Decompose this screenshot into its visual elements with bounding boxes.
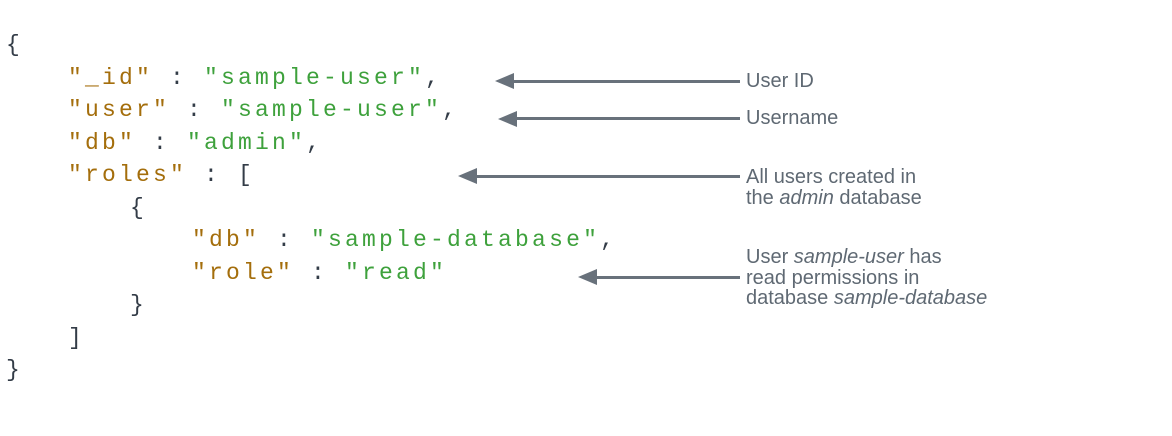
annotation-text: Username <box>746 107 839 129</box>
json-code-block: {"_id" : "sample-user","user" : "sample-… <box>6 29 617 387</box>
annotation-term-italic: admin <box>779 186 834 209</box>
json-punctuation: } <box>130 292 148 318</box>
json-string: "sample-user" <box>221 97 443 123</box>
json-punctuation: : <box>260 227 312 253</box>
code-line: ] <box>6 322 617 355</box>
code-line: } <box>6 354 617 387</box>
read-permissions-arrowhead-icon <box>578 269 597 285</box>
read-permissions-arrow <box>578 269 740 285</box>
code-line: "db" : "admin", <box>6 127 617 160</box>
code-line: } <box>6 289 617 322</box>
annotation-line: Username <box>746 108 838 129</box>
annotation-username: Username <box>746 108 838 129</box>
json-punctuation: : <box>294 259 346 286</box>
annotation-text: the <box>746 186 780 209</box>
annotation-text: has <box>903 246 942 268</box>
annotation-term-italic: sample-database <box>833 287 988 309</box>
code-line: "user" : "sample-user", <box>6 94 617 127</box>
code-line: "db" : "sample-database", <box>6 224 617 257</box>
annotation-line: read permissions in <box>746 266 987 289</box>
json-string: "sample-database" <box>311 227 601 253</box>
json-punctuation: ] <box>68 324 86 351</box>
annotation-user-id: User ID <box>746 71 814 92</box>
json-punctuation: : [ <box>187 162 256 188</box>
annotation-text: read permissions in <box>746 266 920 289</box>
annotation-text: User ID <box>746 70 814 92</box>
annotation-line: database sample-database <box>746 288 987 309</box>
annotation-line: the admin database <box>746 186 922 209</box>
json-punctuation: : <box>170 97 222 123</box>
json-punctuation: } <box>6 357 24 383</box>
json-key: "db" <box>192 227 261 253</box>
json-key: "db" <box>68 129 137 156</box>
json-punctuation: , <box>306 129 324 156</box>
code-line: { <box>6 29 617 62</box>
json-string: "read" <box>345 259 448 286</box>
annotation-term-italic: sample-user <box>793 246 904 268</box>
json-punctuation: : <box>136 129 188 156</box>
user-id-arrow <box>495 73 740 89</box>
user-id-arrowhead-icon <box>495 73 514 89</box>
json-key: "_id" <box>68 64 154 91</box>
annotation-text: database <box>833 186 922 209</box>
annotation-line: User ID <box>746 71 814 92</box>
json-punctuation: { <box>130 194 148 221</box>
json-punctuation: { <box>6 32 24 58</box>
annotation-text: database <box>746 287 834 309</box>
json-string: "sample-user" <box>204 64 426 91</box>
json-punctuation: : <box>153 64 205 91</box>
json-string: "admin" <box>187 129 307 156</box>
json-key: "role" <box>192 259 295 286</box>
admin-database-arrow <box>458 168 740 184</box>
username-arrow <box>498 110 740 127</box>
json-key: "roles" <box>68 162 188 188</box>
annotation-text: All users created in <box>746 166 917 188</box>
json-punctuation: , <box>425 64 443 91</box>
admin-database-arrowhead-icon <box>458 168 477 184</box>
code-line: "roles" : [ <box>6 159 617 192</box>
annotation-text: User <box>746 246 794 268</box>
json-punctuation: , <box>442 97 460 123</box>
code-line: "role" : "read" <box>6 257 617 290</box>
code-line: { <box>6 192 617 225</box>
json-key: "user" <box>68 97 171 123</box>
username-arrowhead-icon <box>498 110 517 127</box>
code-line: "_id" : "sample-user", <box>6 62 617 95</box>
json-punctuation: , <box>600 227 618 253</box>
annotation-line: User sample-user has <box>746 247 987 268</box>
annotation-line: All users created in <box>746 167 922 188</box>
